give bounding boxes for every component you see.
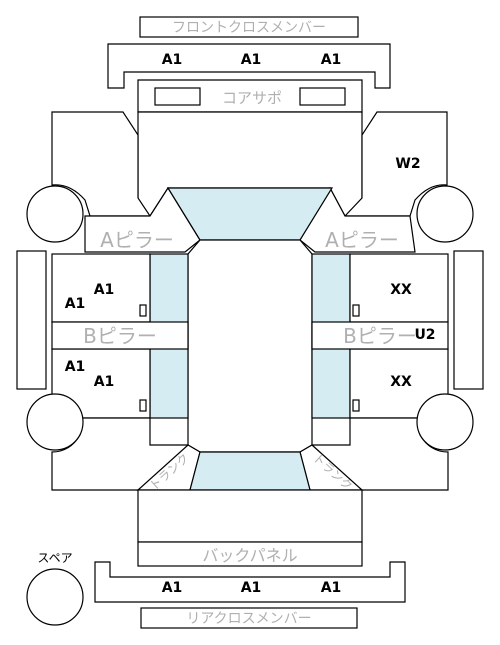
left-rear-door-grade-b: A1	[94, 374, 115, 390]
left-front-fender	[51, 111, 152, 217]
rear-left-wheel	[26, 393, 84, 451]
a-pillar-right-label: Aピラー	[325, 228, 399, 252]
front-cross-grade-1: A1	[162, 52, 183, 68]
left-rear-door-grade-a: A1	[65, 359, 86, 375]
right-side-sill	[453, 250, 484, 390]
right-front-door	[349, 253, 449, 323]
right-b-pillar-grade: U2	[414, 327, 435, 343]
back-panel-label: バックパネル	[202, 546, 297, 565]
left-front-door-grade-a: A1	[94, 282, 115, 298]
spare-label: スペア	[37, 551, 72, 565]
left-front-door-handle	[139, 304, 147, 317]
right-front-door-handle	[352, 304, 360, 317]
right-rear-door-handle	[352, 399, 360, 412]
right-fender-grade: W2	[395, 156, 420, 172]
a-pillar-left-label: Aピラー	[100, 228, 174, 252]
rear-cross-member-label: リアクロスメンバー	[186, 611, 311, 627]
b-pillar-left-label: Bピラー	[83, 324, 157, 348]
b-pillar-left	[51, 321, 189, 350]
rear-right-wheel	[416, 393, 474, 451]
b-pillar-right	[311, 321, 449, 350]
front-cross-grade-3: A1	[321, 52, 342, 68]
front-cross-member-label: フロントクロスメンバー	[172, 20, 326, 36]
roof	[187, 239, 313, 453]
front-left-wheel	[26, 185, 84, 243]
right-front-fender	[343, 111, 448, 217]
right-rear-door-grade: XX	[390, 374, 412, 390]
rear-cross-grade-2: A1	[241, 580, 262, 596]
front-right-wheel	[416, 185, 474, 243]
left-front-door	[51, 253, 151, 323]
back-panel	[137, 541, 363, 567]
left-front-door-grade-b: A1	[65, 296, 86, 312]
trunk-lid	[137, 489, 363, 543]
spare-tire	[26, 568, 84, 626]
rear-cross-grade-3: A1	[321, 580, 342, 596]
b-pillar-right-label: Bピラー	[343, 324, 417, 348]
core-support-label: コアサポ	[222, 89, 282, 107]
rear-window	[189, 451, 311, 491]
rear-cross-member	[94, 561, 406, 603]
rear-cross-grade-1: A1	[162, 580, 183, 596]
rear-cross-member-box	[140, 607, 358, 629]
front-cross-member-box	[139, 16, 359, 38]
core-support-right-block	[299, 87, 346, 106]
front-cross-grade-2: A1	[241, 52, 262, 68]
front-cross-member	[107, 43, 391, 89]
left-side-sill	[16, 250, 47, 390]
core-support-left-block	[154, 87, 201, 106]
right-front-door-grade: XX	[390, 282, 412, 298]
left-rear-door-handle	[139, 399, 147, 412]
